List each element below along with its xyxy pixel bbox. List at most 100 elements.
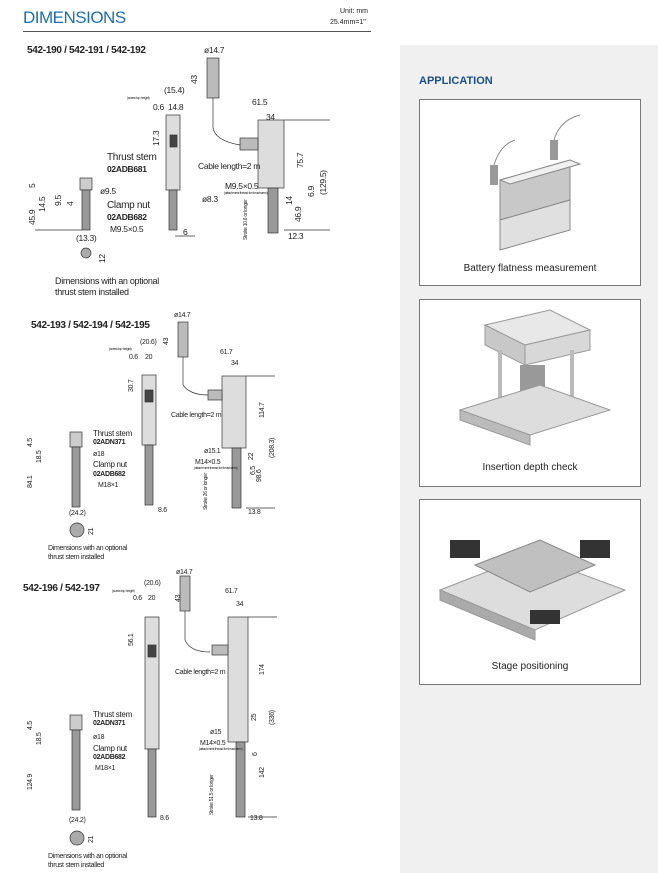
note-line-1: Dimensions with an optional [48,545,128,552]
dim-label: 22 [248,452,255,460]
dim-label: 0.6 [133,595,142,602]
battery-flatness-image [490,114,582,251]
clamp-nut-label: Clamp nut [93,460,127,469]
dim-label: 174 [259,664,266,675]
clamp-nut-label: Clamp nut [93,744,127,753]
dim-label: 13.8 [248,509,261,516]
dim-label: (13.3) [76,233,97,243]
dim-label: 61.7 [220,349,233,356]
section-title: 542-193 / 542-194 / 542-195 [31,320,150,331]
dim-label: 43 [163,337,170,345]
dim-label: 75.7 [295,152,305,168]
dim-note: (screw top height) [109,347,132,351]
thrust-stem-label: Thrust stem [107,152,157,163]
section-title: 542-196 / 542-197 [23,583,100,594]
clamp-nut-code: 02ADB682 [93,754,126,761]
insertion-depth-image [458,309,612,446]
clamp-nut-code: 02ADB682 [93,471,126,478]
application-caption: Insertion depth check [482,462,578,473]
application-card-battery: Battery flatness measurement [419,99,641,286]
dim-label: (24.2) [69,510,86,517]
note-line-2: thrust stem installed [48,862,104,869]
dim-note: (attachment thread for thrust stem) [199,747,243,751]
dim-label: 34 [236,601,244,608]
dim-label: (24.2) [69,817,86,824]
dim-label: (20.6) [140,339,157,346]
note-line-2: thrust stem installed [48,554,104,561]
application-title: APPLICATION [419,75,493,87]
dim-label: 6 [183,227,188,237]
dim-label: 114.7 [259,402,266,419]
dimension-drawings [35,57,330,846]
dim-label: M9.5×0.5 [225,181,259,191]
thrust-stem-code: 02ADB681 [107,164,147,174]
dim-label: 8.6 [160,815,169,822]
dim-label: 18.5 [36,732,43,745]
conversion-label: 25.4mm=1" [330,19,366,26]
dim-label: M18×1 [95,765,116,772]
dim-label: 6.9 [306,186,316,197]
dim-label: (336) [269,710,276,725]
application-card-stage: Stage positioning [419,499,641,685]
dim-label: 20 [148,595,156,602]
dim-label: ø18 [93,451,105,458]
dim-label: ø8.3 [202,194,218,204]
dim-label: M14×0.5 [195,459,221,466]
dim-label: 56.1 [128,633,135,646]
drawing-542-196 [69,575,277,846]
dim-label: ø14.7 [204,45,225,55]
cable-length-label: Cable length=2 m [175,669,226,676]
dim-label: 61.7 [225,588,238,595]
dim-label: (129.5) [318,170,328,195]
application-caption: Battery flatness measurement [463,263,597,274]
dim-label: 17.3 [151,130,161,146]
dim-label: 34 [231,360,239,367]
dim-label: 34 [266,112,275,122]
dim-note: (screw top height) [127,96,150,100]
dim-label: 25 [251,713,258,721]
dim-label: 13.8 [250,815,263,822]
dim-label: 4 [65,201,75,206]
clamp-nut-label: Clamp nut [107,200,150,211]
application-caption: Stage positioning [491,661,569,672]
stroke-label: Stroke 26 or longer [203,473,209,510]
dim-label: ø15.1 [204,448,221,455]
dim-label: 30.7 [128,379,135,392]
dim-label: 46.9 [293,206,303,222]
dim-label: 0.6 [129,354,138,361]
stroke-label: Stroke 51.5 or longer [209,774,215,815]
application-card-insertion: Insertion depth check [419,299,641,487]
header-rule [23,31,371,32]
dim-label: 45.9 [27,209,37,225]
dim-label: 9.5 [53,195,63,206]
dim-label: 4.5 [27,721,34,730]
section-title: 542-190 / 542-191 / 542-192 [27,45,146,56]
dim-label: (20.6) [144,580,161,587]
note-line-1: Dimensions with an optional [55,276,159,286]
stroke-label: Stroke 10.6 or longer [243,199,249,240]
dim-label: (15.4) [164,85,185,95]
dim-label: 20 [145,354,153,361]
note-line-1: Dimensions with an optional [48,853,128,860]
dim-label: 18.5 [36,450,43,463]
dim-label: 12.3 [288,231,304,241]
dim-label: 43 [175,594,182,602]
cable-length-label: Cable length=2 m [198,161,261,171]
dim-label: 0.6 [153,102,164,112]
dim-label: ø9.5 [100,186,116,196]
dim-label: 43 [189,75,199,84]
dim-label: 4.5 [27,438,34,447]
dim-label: 61.5 [252,97,268,107]
dim-label: ø14.7 [174,312,191,319]
thrust-stem-label: Thrust stem [93,710,132,719]
dim-label: 8.6 [158,507,167,514]
dim-label: ø14.7 [176,569,193,576]
dim-label: 14.8 [168,102,184,112]
drawing-542-193 [69,321,275,538]
dim-label: 12 [97,254,107,263]
dim-note: (attachment thread for thrust stem) [194,466,238,470]
dim-note: (screw top height) [112,589,135,593]
note-line-2: thrust stem installed [55,287,129,297]
dim-note: (attachment thread for thrust stem) [224,191,268,195]
dim-label: 14 [284,196,294,205]
